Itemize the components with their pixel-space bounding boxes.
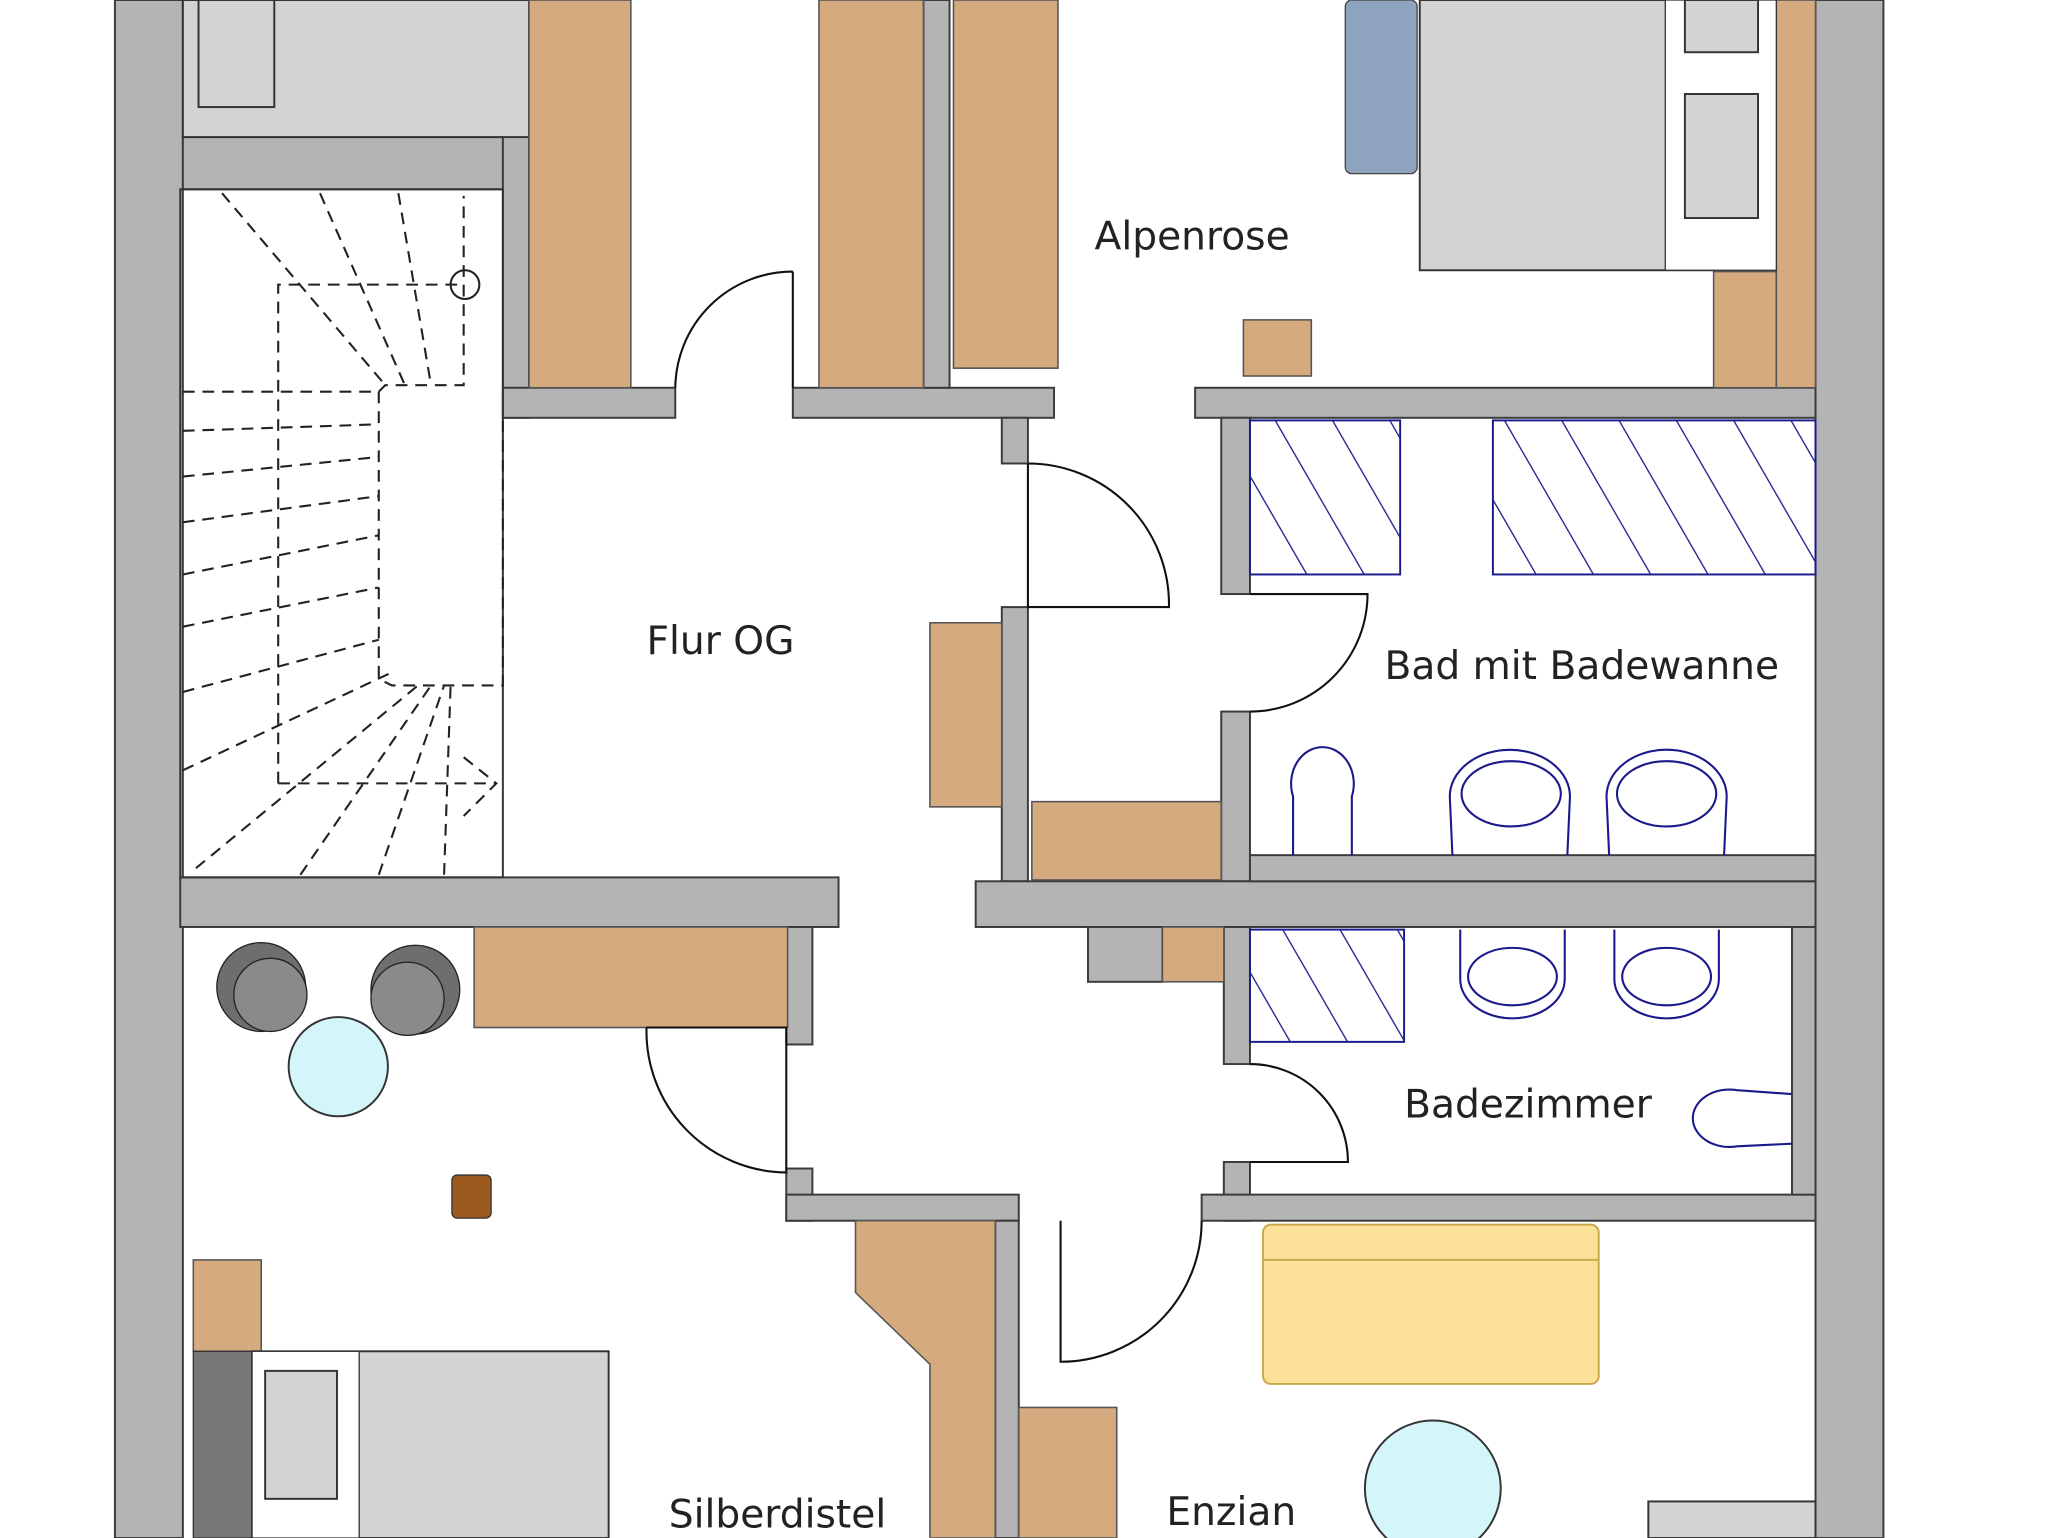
room-label-silberdistel: Silberdistel <box>669 1493 886 1538</box>
room-label-enzian: Enzian <box>1166 1490 1296 1535</box>
round-table <box>1363 1419 1502 1538</box>
doors <box>645 270 1369 1363</box>
wardrobes <box>192 0 1817 1538</box>
room-label-badezimmer: Badezimmer <box>1404 1083 1653 1128</box>
silberdistel-furniture <box>192 941 610 1538</box>
room-label-bad-mit-badewanne: Bad mit Badewanne <box>1384 644 1779 689</box>
stool <box>451 1174 492 1219</box>
enzian-furniture <box>1262 1223 1817 1538</box>
pillow <box>1683 93 1760 220</box>
bath-fixtures <box>1248 419 1817 1148</box>
room-label-flur: Flur OG <box>647 619 795 664</box>
sofa <box>1262 1223 1600 1385</box>
room-label-alpenrose: Alpenrose <box>1095 214 1290 259</box>
pillow <box>197 0 276 109</box>
bedside-blanket <box>1344 0 1418 175</box>
pillow <box>1683 0 1760 54</box>
walls <box>113 0 1885 1538</box>
staircase <box>179 188 504 879</box>
round-table <box>287 1016 389 1118</box>
